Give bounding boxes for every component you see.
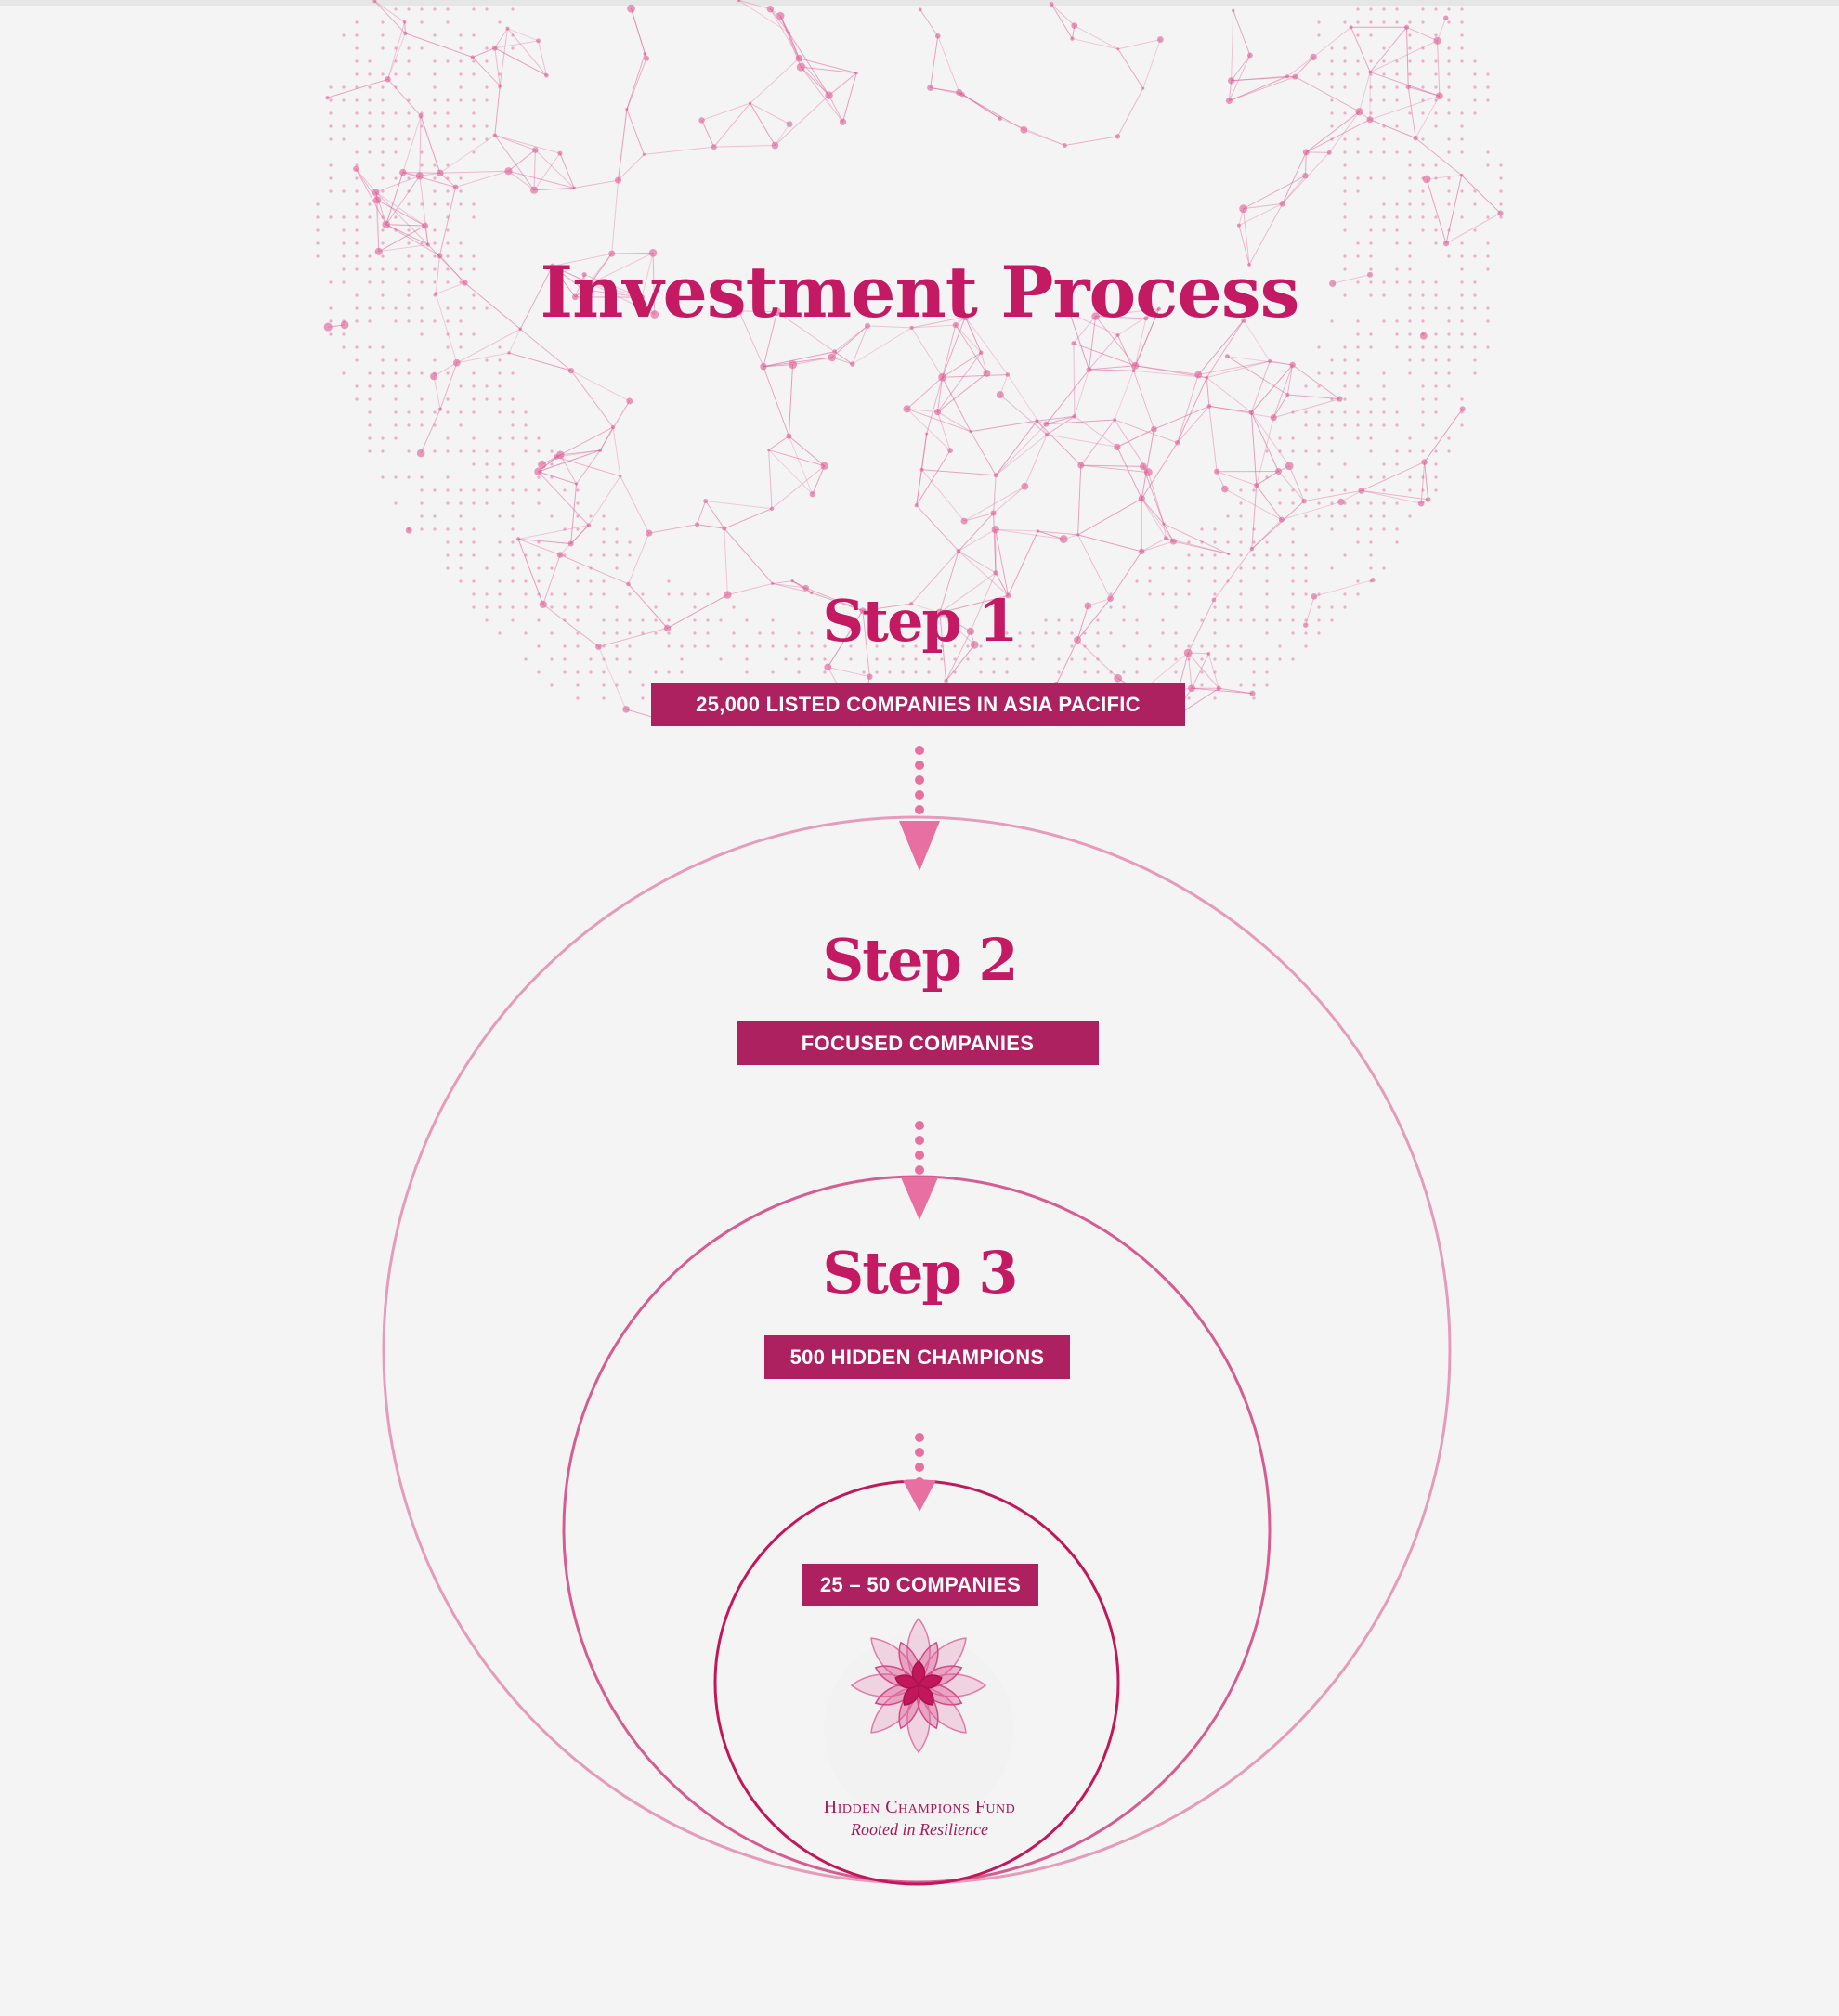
- page-title: Investment Process: [540, 251, 1300, 333]
- step-1-label: Step 1: [822, 587, 1019, 655]
- arrow-down-icon: [903, 1433, 936, 1512]
- top-bar: [0, 0, 1839, 6]
- step-3-box: 500 HIDDEN CHAMPIONS: [764, 1335, 1070, 1379]
- globe-network-mesh: [323, 0, 1504, 727]
- step-2-label: Step 2: [822, 926, 1019, 994]
- step-3-label: Step 3: [822, 1239, 1019, 1307]
- globe-network-illustration: [316, 0, 1504, 727]
- lotus-logo-icon: [824, 1617, 1013, 1825]
- arrow-down-icon: [901, 1121, 938, 1220]
- logo-tagline: Rooted in Resilience: [851, 1820, 988, 1839]
- step-2-box: FOCUSED COMPANIES: [737, 1021, 1099, 1065]
- logo-name: Hidden Champions Fund: [823, 1797, 1016, 1817]
- middle-ring: [562, 1175, 1272, 1884]
- final-box: 25 – 50 COMPANIES: [802, 1564, 1038, 1606]
- arrow-down-icon: [899, 746, 940, 871]
- globe-dot-grid: [316, 7, 1503, 700]
- step-1-box: 25,000 LISTED COMPANIES IN ASIA PACIFIC: [651, 683, 1185, 726]
